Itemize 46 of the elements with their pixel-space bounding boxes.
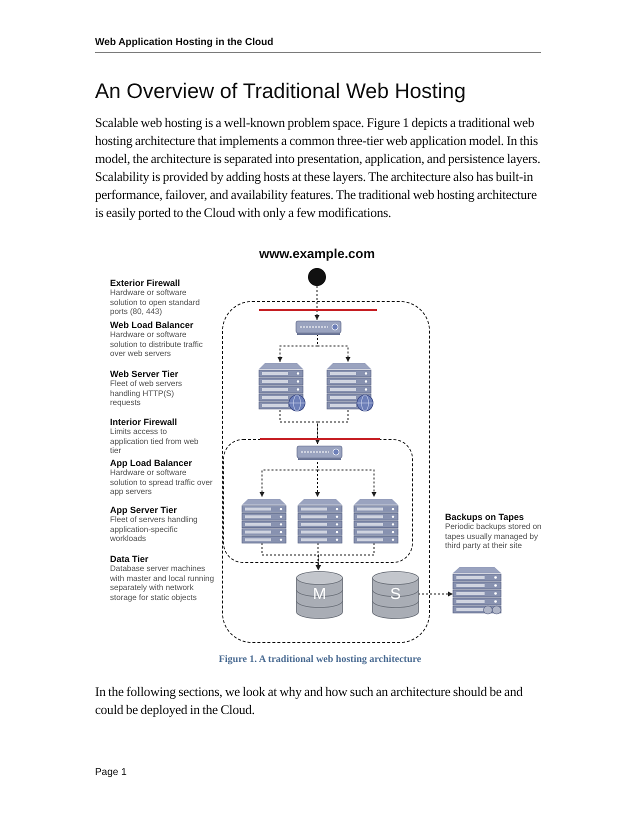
tier-description: Hardware or software solution to distribute traffic over web servers (110, 330, 204, 358)
tier-description: Hardware or software solution to open standard ports (80, 443) (110, 288, 201, 316)
tier-heading: App Server Tier (110, 505, 178, 515)
body-paragraph: Scalable web hosting is a well-known problem space. Figure 1 depicts a traditional web hosting architecture that implements a common three-tier web application model. In this model, the architecture is separated into presentation, application, and persistence layers. Scalability is provided by adding hosts at these layers. The architecture also has built-in performance, failover, and availability features. The traditional web hosting architecture is easily ported to the Cloud with only a few modifications. (95, 114, 542, 222)
arrow (316, 542, 374, 570)
backup-description: Periodic backups stored on tapes usually managed by third party at their site (445, 522, 542, 550)
node-label: M (312, 586, 328, 604)
internet-circle (308, 268, 326, 286)
node-label: S (389, 586, 402, 604)
server-drawing (327, 363, 371, 411)
load-balancer-icon (296, 321, 341, 335)
firewall-line (259, 309, 377, 311)
url-label: www.example.com (258, 246, 376, 261)
arrow (317, 334, 350, 362)
arrow (315, 410, 348, 444)
tier-heading: Exterior Firewall (110, 278, 182, 288)
load-balancer-icon (297, 446, 342, 460)
tier-heading: Web Server Tier (110, 369, 180, 379)
firewall-line (260, 438, 380, 440)
zone (223, 439, 413, 563)
page-title: An Overview of Traditional Web Hosting (95, 80, 467, 104)
tier-description: Database server machines with master and local running separately with network storage for static objects (110, 564, 215, 602)
database-cylinder (372, 571, 419, 619)
server-drawing (298, 499, 342, 545)
server-drawing (242, 499, 286, 545)
server-drawing (453, 567, 501, 615)
page-number: Page 1 (95, 767, 128, 778)
tier-heading: Web Load Balancer (110, 320, 194, 330)
tier-description: Hardware or software solution to spread traffic over app servers (110, 468, 214, 496)
server-drawing (354, 499, 398, 545)
body-paragraph: In the following sections, we look at why and how such an architecture should be and could be deployed in the Cloud. (95, 683, 524, 719)
tier-description: Limits access to application tied from web tier (110, 427, 200, 456)
tier-description: Fleet of web servers handling HTTP(S) requests (110, 379, 184, 408)
tier-description: Fleet of servers handling application-specific workloads (110, 515, 199, 544)
arrow (418, 592, 454, 596)
header-text: Web Application Hosting in the Cloud (95, 37, 274, 48)
arrow (316, 542, 320, 570)
figure-caption: Figure 1. A traditional web hosting architecture (218, 654, 422, 665)
tier-heading: App Load Balancer (110, 458, 194, 468)
backup-heading: Backups on Tapes (445, 512, 525, 522)
server-drawing (259, 363, 303, 411)
tier-heading: Data Tier (110, 554, 150, 564)
database-cylinder (296, 571, 343, 619)
tier-heading: Interior Firewall (110, 417, 178, 427)
zone (222, 301, 430, 643)
arrow (314, 286, 320, 320)
